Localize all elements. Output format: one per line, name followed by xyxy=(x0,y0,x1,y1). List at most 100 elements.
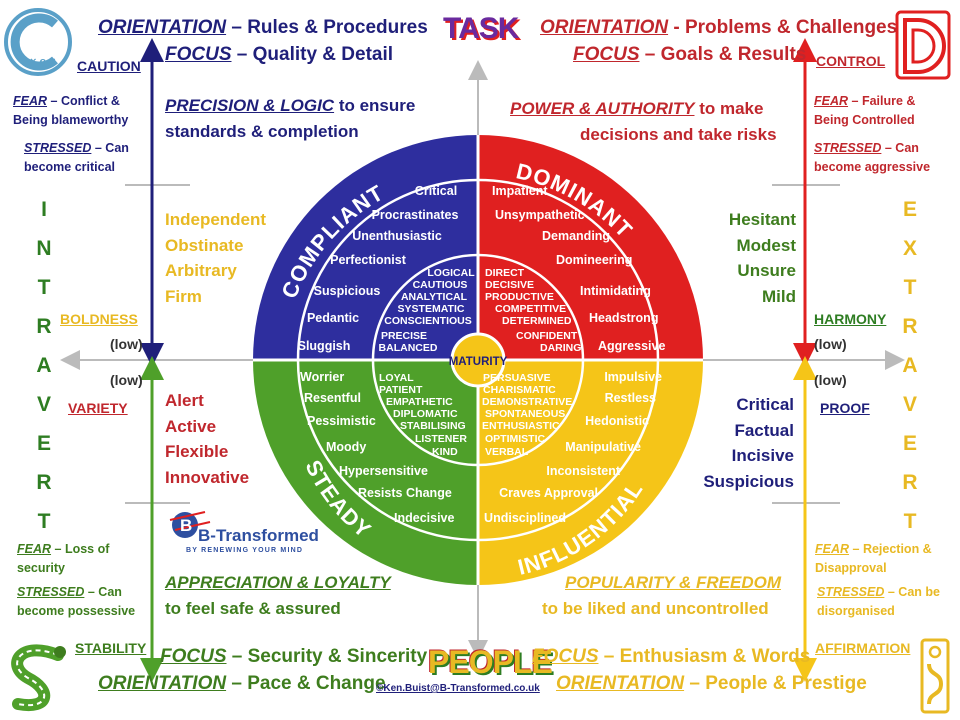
compliant-outer-word-4: Suspicious xyxy=(314,284,381,298)
steady-outer-word-1: Resentful xyxy=(304,391,361,405)
extravert-letter-4: A xyxy=(902,354,918,377)
steady-traits-item-0: Alert xyxy=(165,391,204,410)
influential-outer-word-3: Manipulative xyxy=(565,440,641,454)
steady-inner-word-1: PATIENT xyxy=(379,384,423,396)
dominant-orientation: ORIENTATION - Problems & Challenges xyxy=(540,17,898,38)
dominant-focus: FOCUS – Goals & Results xyxy=(573,44,807,65)
extravert-letter-6: E xyxy=(902,432,917,455)
low-label-br: (low) xyxy=(814,372,847,388)
steady-need: STABILITY xyxy=(75,640,147,656)
extravert-letter-7: R xyxy=(902,471,918,494)
influential-motivator-line2: to be liked and uncontrolled xyxy=(542,599,769,618)
steady-outer-word-2: Pessimistic xyxy=(307,414,376,428)
svg-text:B: B xyxy=(180,516,192,535)
influential-inner-word-0: PERSUASIVE xyxy=(483,372,551,384)
compliant-traits-item-2: Arbitrary xyxy=(165,261,237,280)
ring-words: CriticalProcrastinatesUnenthusiasticPerf… xyxy=(298,184,666,525)
compliant-traits-item-0: Independent xyxy=(165,210,267,229)
dominant-fear: FEAR – Failure & xyxy=(814,94,916,108)
dominant-traits-item-0: Hesitant xyxy=(728,210,796,229)
influential-inner-word-2: DEMONSTRATIVE xyxy=(482,396,572,408)
compliant-opposite-need: BOLDNESS xyxy=(60,311,138,327)
dominant-wedge xyxy=(478,135,703,360)
influential-opposite-need: PROOF xyxy=(820,400,870,416)
influential-traits-item-3: Suspicious xyxy=(703,471,794,491)
steady-traits-item-2: Flexible xyxy=(165,442,229,461)
compliant-stressed: STRESSED – Can xyxy=(24,141,129,155)
influential-stressed: STRESSED – Can be xyxy=(817,585,940,599)
steady-traits-item-1: Active xyxy=(165,416,217,436)
steady-traits-item-3: Innovative xyxy=(165,467,250,487)
dominant-fear-line2: Being Controlled xyxy=(814,113,915,127)
low-label-tl: (low) xyxy=(110,336,143,352)
compliant-outer-word-1: Procrastinates xyxy=(372,208,459,222)
dominant-outer-word-3: Domineering xyxy=(556,253,632,267)
compliant-orientation: ORIENTATION – Rules & Procedures xyxy=(98,17,428,38)
influential-outer-word-4: Inconsistent xyxy=(546,464,620,478)
dominant-motivator-line2: decisions and take risks xyxy=(580,125,777,144)
steady-inner-word-4: STABILISING xyxy=(400,420,466,432)
steady-icon xyxy=(11,644,66,712)
people-title: PEOPLE xyxy=(428,644,553,680)
steady-stressed-line2: become possessive xyxy=(17,604,136,618)
compliant-inner-word-4: CONSCIENTIOUS xyxy=(384,315,472,327)
intravert-letter-4: A xyxy=(36,354,52,377)
compliant-stressed-line2: become critical xyxy=(24,160,116,174)
extravert-letter-1: X xyxy=(902,237,917,260)
steady-motivator: APPRECIATION & LOYALTY xyxy=(165,573,391,592)
dominant-inner-word-0: DIRECT xyxy=(485,267,525,279)
intravert-letter-6: E xyxy=(36,432,51,455)
task-title: TASK xyxy=(443,12,519,45)
intravert-letter-1: N xyxy=(36,237,52,260)
compliant-inner-word-2: ANALYTICAL xyxy=(401,291,468,303)
compliant-fear: FEAR – Conflict & xyxy=(13,94,120,108)
logo-tagline: BY RENEWING YOUR MIND xyxy=(186,547,304,554)
copyright-email[interactable]: ©Ken.Buist@B-Transformed.co.uk xyxy=(376,683,540,694)
intravert-letter-0: I xyxy=(41,198,47,221)
dominant-motivator: POWER & AUTHORITY to make xyxy=(510,99,764,118)
compliant-outer-word-3: Perfectionist xyxy=(330,253,407,267)
influential-stressed-line2: disorganised xyxy=(817,604,895,618)
influential-outer-word-0: Impulsive xyxy=(604,370,662,384)
intravert-letter-7: R xyxy=(36,471,52,494)
b-transformed-logo: B xyxy=(169,511,211,538)
intravert-letter-2: T xyxy=(37,276,51,299)
influential-traits-item-0: Critical xyxy=(736,395,794,414)
dominant-outer-word-5: Headstrong xyxy=(589,311,658,325)
steady-inner-word-5: LISTENER xyxy=(415,433,467,445)
influential-inner-word-3: SPONTANEOUS xyxy=(485,408,565,420)
dominant-inner-word-2: PRODUCTIVE xyxy=(485,291,554,303)
dominant-traits-item-1: Modest xyxy=(736,235,797,255)
intravert-letter-8: T xyxy=(37,510,51,533)
influential-inner-word-4: ENTHUSIASTIC xyxy=(482,420,560,432)
steady-wedge xyxy=(253,360,478,585)
dominant-outer-word-1: Unsympathetic xyxy=(495,208,585,222)
compliant-inner-word-5: PRECISE xyxy=(381,330,427,342)
compliant-traits-item-3: Firm xyxy=(165,286,202,306)
dominant-outer-word-4: Intimidating xyxy=(580,284,651,298)
dominant-traits-item-3: Mild xyxy=(762,286,796,306)
compliant-icon: × o × xyxy=(4,8,72,76)
steady-fear-line2: security xyxy=(17,561,65,575)
dominant-inner-word-3: COMPETITIVE xyxy=(495,303,566,315)
dominant-need: CONTROL xyxy=(816,53,886,69)
extravert-letter-0: E xyxy=(902,198,917,221)
influential-traits-item-2: Incisive xyxy=(731,446,794,465)
influential-fear: FEAR – Rejection & xyxy=(815,542,932,556)
dominant-inner-word-4: DETERMINED xyxy=(502,315,572,327)
compliant-motivator: PRECISION & LOGIC to ensure xyxy=(165,96,416,115)
steady-orientation: ORIENTATION – Pace & Change xyxy=(98,673,386,694)
steady-inner-word-6: KIND xyxy=(432,446,458,458)
steady-outer-word-6: Indecisive xyxy=(394,511,454,525)
dominant-inner-word-5: CONFIDENT xyxy=(516,330,578,342)
steady-outer-word-0: Worrier xyxy=(300,370,344,384)
compliant-outer-word-2: Unenthusiastic xyxy=(352,229,442,243)
steady-motivator-line2: to feel safe & assured xyxy=(165,599,341,618)
influential-outer-word-5: Craves Approval xyxy=(499,486,598,500)
maturity-center xyxy=(450,332,506,388)
low-label-bl: (low) xyxy=(110,372,143,388)
extravert-letter-8: T xyxy=(903,510,917,533)
extravert-letter-2: T xyxy=(903,276,917,299)
influential-inner-word-1: CHARISMATIC xyxy=(483,384,556,396)
